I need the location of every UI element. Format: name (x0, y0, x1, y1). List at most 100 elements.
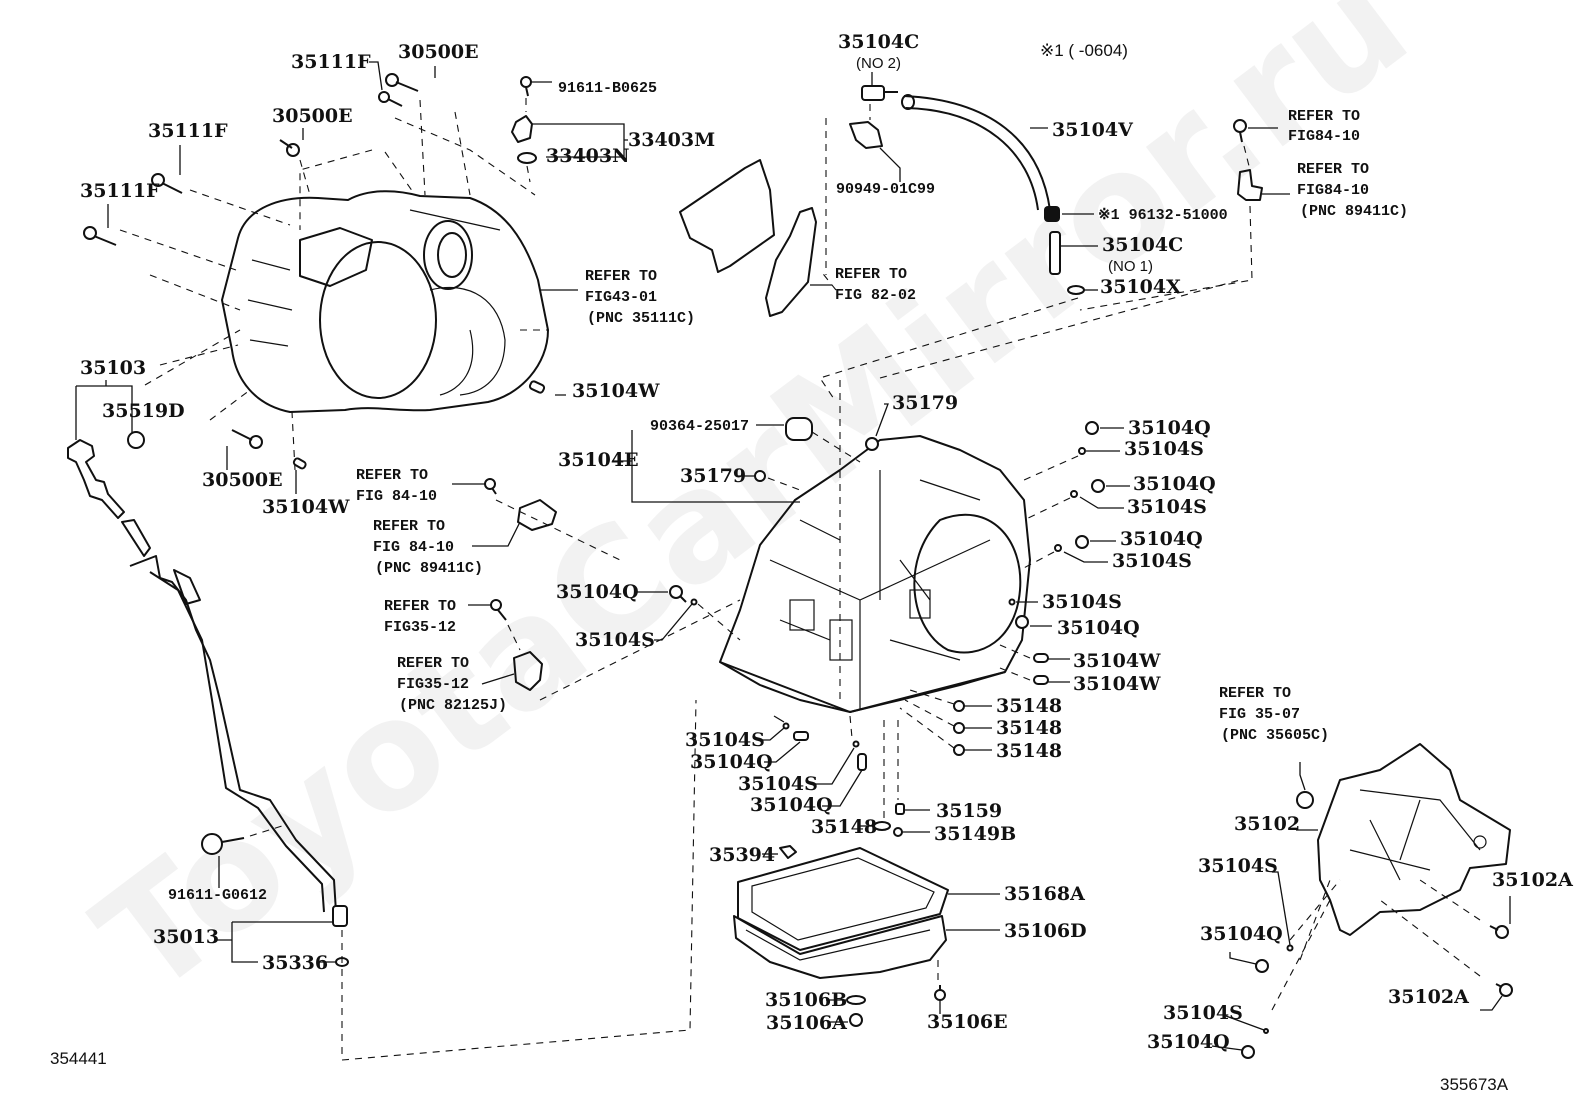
bolt-35102a-2[interactable] (1495, 983, 1513, 997)
hose-35104v[interactable] (901, 94, 1051, 211)
bolt-35104q-r1[interactable] (1085, 421, 1099, 435)
part-number-label[interactable]: 35104W (1073, 673, 1161, 695)
tube-end-35013[interactable] (332, 905, 348, 927)
oil-pan-35106d[interactable] (733, 915, 947, 979)
part-number-label[interactable]: 35148 (996, 717, 1062, 739)
bolt-35111f-top[interactable] (378, 91, 403, 107)
part-number-label[interactable]: 35104S (1127, 496, 1207, 518)
bolt-35104q-m2[interactable] (1241, 1045, 1255, 1059)
fitting-35104c-no1[interactable] (1049, 231, 1061, 275)
mount-bracket-35102[interactable] (1317, 743, 1511, 936)
oil-level-tube[interactable] (129, 555, 337, 913)
bolt-35111f-left-2[interactable] (83, 226, 117, 246)
part-number-label[interactable]: 35106E (927, 1011, 1008, 1033)
part-number-label[interactable]: ※1 96132-51000 (1098, 207, 1228, 224)
drain-bolt-35106e[interactable] (934, 985, 946, 1001)
washer-35106b[interactable] (846, 995, 866, 1005)
sensor-89411c-mid[interactable] (517, 499, 557, 531)
part-number-label[interactable]: 35104Q (1147, 1031, 1230, 1053)
magnet-35394[interactable] (779, 845, 797, 859)
part-number-label[interactable]: 35013 (153, 926, 219, 948)
part-number-label[interactable]: 35179 (680, 465, 746, 487)
bolt-35104q-r3[interactable] (1075, 535, 1089, 549)
dowel-35104w-lower[interactable] (292, 457, 307, 470)
bolt-30500e-mid[interactable] (279, 139, 300, 157)
part-number-label[interactable]: 35104S (1163, 1002, 1243, 1024)
gasket-35148-2[interactable] (953, 722, 965, 734)
part-number-label[interactable]: 35394 (709, 844, 775, 866)
washer-35104s-l1[interactable] (690, 598, 698, 606)
washer-35104s-b2[interactable] (852, 740, 860, 748)
plug-35159[interactable] (895, 803, 905, 815)
bracket-33403m[interactable] (511, 115, 533, 143)
part-number-label[interactable]: (NO 2) (856, 55, 901, 72)
transmission-case-35104e[interactable] (719, 435, 1031, 713)
part-number-label[interactable]: 30500E (272, 105, 353, 127)
part-number-label[interactable]: 35104X (1100, 276, 1181, 298)
bolt-fig-84-10[interactable] (1233, 119, 1247, 143)
part-number-label[interactable]: 35104Q (690, 751, 773, 773)
part-number-label[interactable]: 35148 (996, 740, 1062, 762)
part-number-label[interactable]: 35104Q (1200, 923, 1283, 945)
washer-35104s-r2[interactable] (1070, 490, 1078, 498)
washer-35104s-m2[interactable] (1263, 1028, 1269, 1034)
bolt-35104q-r2[interactable] (1091, 479, 1105, 493)
bushing-90364-25017[interactable] (785, 417, 813, 441)
part-number-label[interactable]: 35179 (892, 392, 958, 414)
bushing-35605c[interactable] (1296, 791, 1314, 809)
bolt-35104q-b1[interactable] (793, 731, 809, 741)
gasket-35148-1[interactable] (953, 700, 965, 712)
bolt-35104q-l1[interactable] (669, 585, 687, 603)
transaxle-housing[interactable] (221, 190, 549, 413)
part-number-label[interactable]: 35106B (765, 989, 847, 1011)
plug-35179-top[interactable] (865, 437, 879, 451)
part-number-label[interactable]: 35111F (148, 120, 228, 142)
part-number-label[interactable]: 90949-01C99 (836, 181, 935, 198)
bolt-35104q-b2[interactable] (857, 753, 867, 771)
part-number-label[interactable]: 35104C (1102, 234, 1183, 256)
part-number-label[interactable]: 35103 (80, 357, 146, 379)
part-number-label[interactable]: 35104S (1124, 438, 1204, 460)
part-number-label[interactable]: 35148 (996, 695, 1062, 717)
part-number-label[interactable]: 35104W (572, 380, 660, 402)
washer-35104s-m1[interactable] (1286, 944, 1294, 952)
part-number-label[interactable]: 35336 (262, 952, 328, 974)
bolt-35102a-1[interactable] (1489, 925, 1509, 939)
washer-35104s-r3[interactable] (1054, 544, 1062, 552)
part-number-label[interactable]: 35102A (1388, 986, 1469, 1008)
dipstick-35103[interactable] (67, 439, 151, 557)
gasket-35148-3[interactable] (953, 744, 965, 756)
bolt-91611-b0625[interactable] (520, 76, 532, 97)
part-number-label[interactable]: 35104S (1198, 855, 1278, 877)
bolt-91611-g0612[interactable] (201, 833, 245, 855)
part-number-label[interactable]: 35159 (936, 800, 1002, 822)
bolt-35104q-r4[interactable] (1015, 615, 1029, 629)
drain-plug-35106a[interactable] (849, 1013, 863, 1027)
speed-sensor-89411c[interactable] (1237, 169, 1263, 201)
part-number-label[interactable]: 30500E (398, 41, 479, 63)
part-number-label[interactable]: 35104Q (556, 581, 639, 603)
part-number-label[interactable]: 33403M (628, 129, 715, 151)
part-number-label[interactable]: 35104Q (1128, 417, 1211, 439)
dowel-35104w-r2[interactable] (1033, 675, 1049, 685)
part-number-label[interactable]: 35106A (766, 1012, 847, 1034)
part-number-label[interactable]: 35168A (1004, 883, 1085, 905)
part-number-label[interactable]: 35111F (80, 180, 160, 202)
part-number-label[interactable]: 91611-G0612 (168, 887, 267, 904)
part-number-label[interactable]: 35104W (262, 496, 350, 518)
part-number-label[interactable]: 35519D (102, 400, 185, 422)
washer-35104s-r4[interactable] (1008, 598, 1016, 606)
part-number-label[interactable]: 30500E (202, 469, 283, 491)
sensor-82125j[interactable] (513, 651, 543, 691)
part-number-label[interactable]: 35104Q (750, 794, 833, 816)
grommet-96132-51000[interactable] (1044, 206, 1060, 222)
bracket-fig-82-02[interactable] (765, 207, 817, 317)
part-number-label[interactable]: 33403N (546, 145, 629, 167)
part-number-label[interactable]: 35104Q (1133, 473, 1216, 495)
part-number-label[interactable]: 35106D (1004, 920, 1087, 942)
washer-35104s-b1[interactable] (782, 722, 790, 730)
part-number-label[interactable]: 35104Q (1120, 528, 1203, 550)
part-number-label[interactable]: 35111F (291, 51, 371, 73)
part-number-label[interactable]: 35104Q (1057, 617, 1140, 639)
fitting-35104c-no2[interactable] (861, 85, 898, 101)
